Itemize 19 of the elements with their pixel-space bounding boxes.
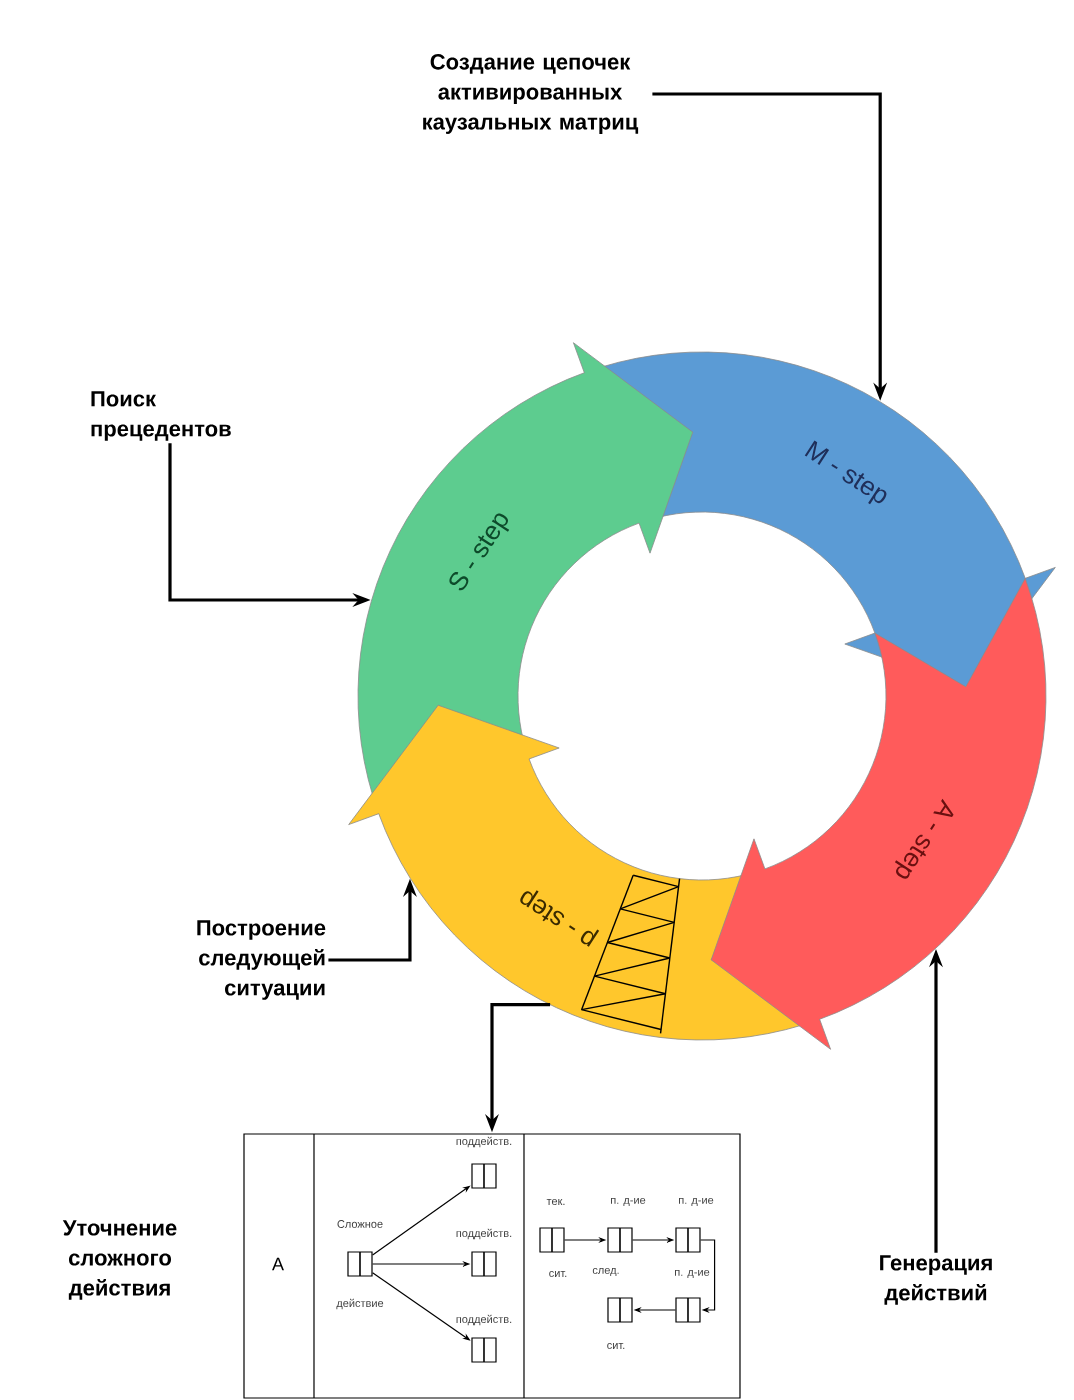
action-box [471, 1163, 497, 1189]
cycle-segment: M - step [583, 351, 1056, 688]
annotation-text: Генерация действий [880, 1255, 992, 1305]
action-box [607, 1297, 633, 1323]
table-frame [243, 1133, 741, 1399]
action-box [607, 1227, 633, 1253]
arrow [700, 1239, 716, 1314]
cell-label: A [272, 1257, 284, 1271]
side-label: Уточнение сложного действия [62, 1220, 177, 1300]
annotation-text: Построение следующей ситуации [197, 920, 326, 1000]
action-box [675, 1297, 701, 1323]
annotation-text: Создание цепочек активированных каузальных матриц [423, 54, 639, 134]
action-box [471, 1337, 497, 1363]
action-box [347, 1251, 373, 1277]
annotation-text: Поиск прецедентов [91, 391, 231, 441]
cycle-segment: p - step [348, 704, 821, 1041]
action-box [675, 1227, 701, 1253]
action-box [539, 1227, 565, 1253]
action-box [471, 1251, 497, 1277]
